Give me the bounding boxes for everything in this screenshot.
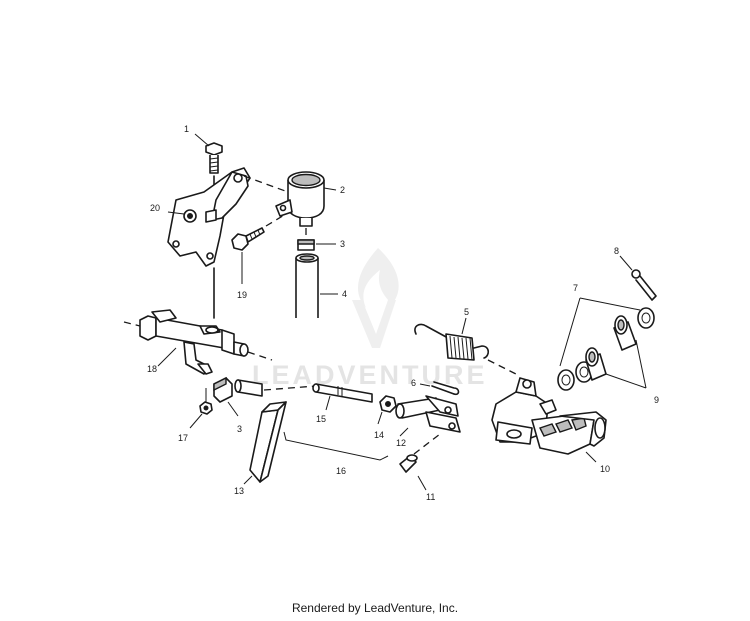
callout-6: 5 <box>464 307 469 317</box>
callout-11: 11 <box>426 492 435 502</box>
callout-14: 14 <box>374 430 384 440</box>
callout-18: 18 <box>147 364 157 374</box>
part-pin-15 <box>312 383 373 411</box>
callout-3-upper: 3 <box>340 239 345 249</box>
part-nut-17 <box>189 388 213 429</box>
callout-13: 12 <box>396 438 406 448</box>
callout-15: 15 <box>316 414 326 424</box>
part-cotter-pin-5 <box>419 381 460 396</box>
callout-2: 2 <box>340 185 345 195</box>
watermark-text: LEADVENTURE <box>252 360 488 390</box>
part-clamp-3-upper <box>297 239 336 251</box>
leader-7 <box>559 297 641 367</box>
callout-7: 7 <box>573 283 578 293</box>
callout-5: 6 <box>411 378 416 388</box>
part-spring-6 <box>414 317 490 361</box>
callout-4: 4 <box>342 289 347 299</box>
callout-17: 17 <box>178 433 188 443</box>
part-shaft-18 <box>123 309 273 375</box>
part-pad-16 <box>243 401 287 485</box>
part-reservoir-2 <box>275 171 337 227</box>
part-clamp-3-lower <box>213 376 239 417</box>
callout-19: 19 <box>237 290 247 300</box>
part-pin-8 <box>619 255 657 301</box>
callout-9: 9 <box>654 395 659 405</box>
part-bolt-19 <box>231 227 265 284</box>
part-nut-14 <box>377 395 397 425</box>
part-clevis-13 <box>395 395 461 437</box>
callout-16: 13 <box>234 486 244 496</box>
watermark: LEADVENTURE <box>252 248 488 390</box>
callout-10: 10 <box>600 464 610 474</box>
leader-9 <box>605 339 647 389</box>
part-bushing-9 <box>557 347 607 391</box>
callout-20: 20 <box>150 203 160 213</box>
bracket-12 <box>283 431 389 461</box>
part-bracket-20 <box>167 167 251 267</box>
callout-12: 16 <box>336 466 346 476</box>
part-hose-4 <box>295 253 338 318</box>
part-bushing-7 <box>613 307 655 351</box>
footer-credit: Rendered by LeadVenture, Inc. <box>291 601 459 615</box>
callout-1: 1 <box>184 124 189 134</box>
part-pin-11 <box>399 433 441 491</box>
callout-8: 8 <box>614 246 619 256</box>
part-caliper-10 <box>491 377 607 463</box>
callout-3-lower: 3 <box>237 424 242 434</box>
part-bolt-1 <box>194 133 223 174</box>
